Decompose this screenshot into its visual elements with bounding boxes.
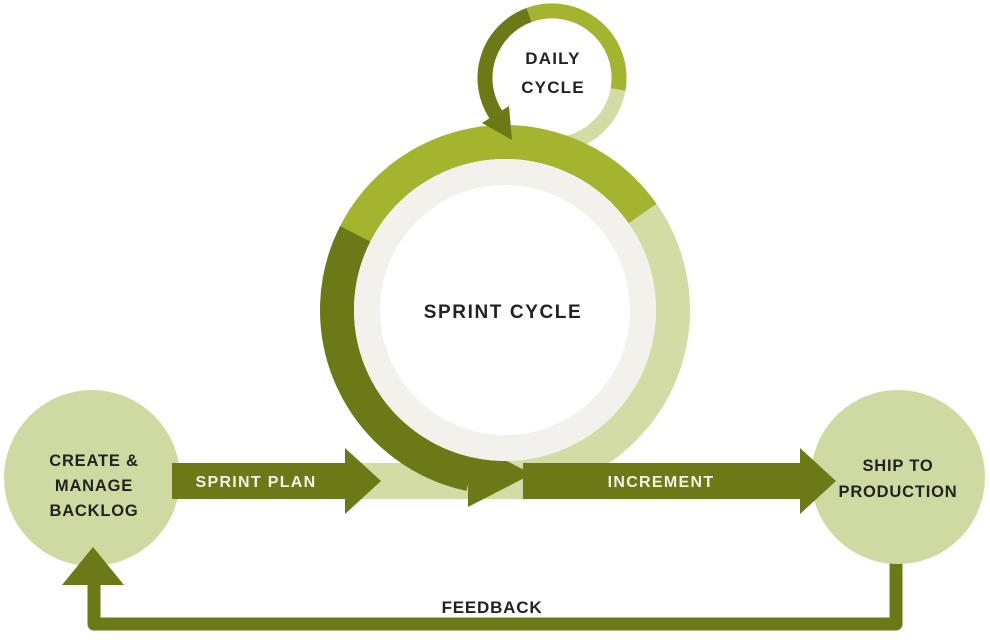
backlog-node-circle xyxy=(4,390,180,566)
increment-label: INCREMENT xyxy=(608,474,715,491)
daily-cycle-arrow-head-icon xyxy=(482,106,512,140)
sprint-cycle-label: SPRINT CYCLE xyxy=(424,302,583,323)
sprint-plan-label: SPRINT PLAN xyxy=(196,474,317,491)
daily-cycle-ring-segment-lime xyxy=(526,3,627,91)
sprint-plan-arrow-head-icon xyxy=(345,448,381,514)
backlog-label-line1: CREATE & xyxy=(49,452,139,470)
production-label-line1: SHIP TO xyxy=(862,457,933,475)
sprint-cycle-inner-track xyxy=(354,159,656,461)
sprint-cycle-hub xyxy=(381,186,629,434)
sprint-cycle-ring-segment-lime xyxy=(340,125,657,242)
daily-cycle-label-line1: DAILY xyxy=(525,49,580,68)
daily-cycle-arrow-segment-olive xyxy=(477,7,532,119)
sprint-plan-arrow-shaft xyxy=(172,463,345,499)
backlog-label-line3: BACKLOG xyxy=(49,502,138,520)
production-node-circle xyxy=(811,390,985,564)
daily-cycle-label-line2: CYCLE xyxy=(521,78,585,97)
sprint-cycle-arrow-segment-olive xyxy=(320,225,474,491)
feedback-arrow-head-icon xyxy=(62,547,124,585)
feedback-label: FEEDBACK xyxy=(442,598,543,617)
backlog-label-line2: MANAGE xyxy=(55,477,133,495)
increment-arrow-head-icon xyxy=(800,448,836,514)
increment-arrow-shaft xyxy=(523,463,800,499)
production-label-line2: PRODUCTION xyxy=(839,483,958,501)
feedback-line xyxy=(87,556,903,631)
